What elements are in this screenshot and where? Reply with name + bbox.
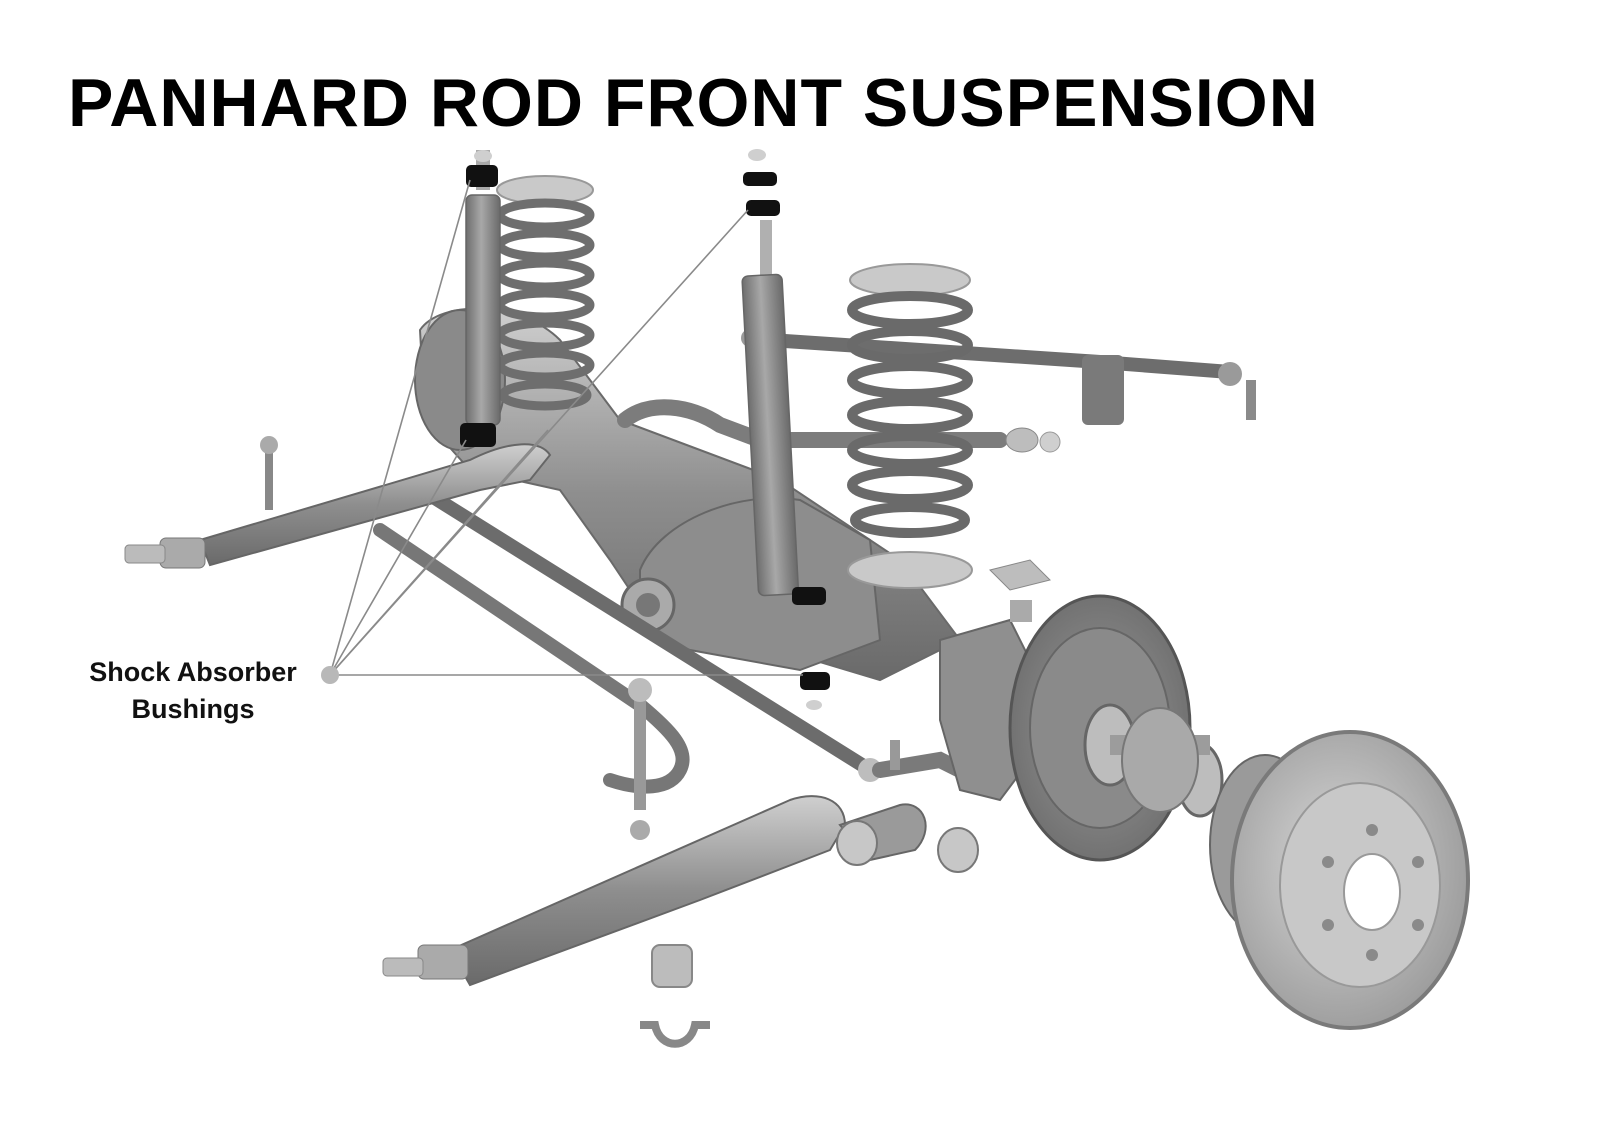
bushing-right-bottom-2: [800, 672, 830, 690]
callout-leader-lines: [329, 179, 803, 676]
bushing-left-top: [466, 165, 498, 187]
callout-line-2: Bushings: [131, 694, 255, 724]
shock-bushings: [460, 165, 830, 690]
brake-rotor: [1209, 730, 1470, 1030]
sway-bar: [373, 399, 1008, 840]
bushing-right-top-1: [743, 172, 777, 186]
left-shock-absorber: [465, 150, 501, 426]
shock-absorber-bushings-label: Shock Absorber Bushings: [58, 654, 328, 728]
wheel-bearing: [1083, 703, 1224, 818]
lower-control-arm: [382, 795, 979, 987]
right-shock-absorber: [741, 149, 822, 710]
bushing-left-bottom: [460, 423, 496, 447]
callout-anchor-dot: [321, 666, 339, 684]
upper-control-arm: [124, 436, 552, 569]
bushing-right-bottom-1: [792, 587, 826, 605]
callout-line-1: Shock Absorber: [89, 657, 297, 687]
sway-bar-bushing: [640, 944, 710, 1048]
right-coil-spring: [847, 263, 973, 589]
bushing-right-top-2: [746, 200, 780, 216]
tie-rod: [741, 329, 1256, 425]
page-title: PANHARD ROD FRONT SUSPENSION: [68, 65, 1319, 141]
panhard-bracket: [1005, 427, 1061, 453]
